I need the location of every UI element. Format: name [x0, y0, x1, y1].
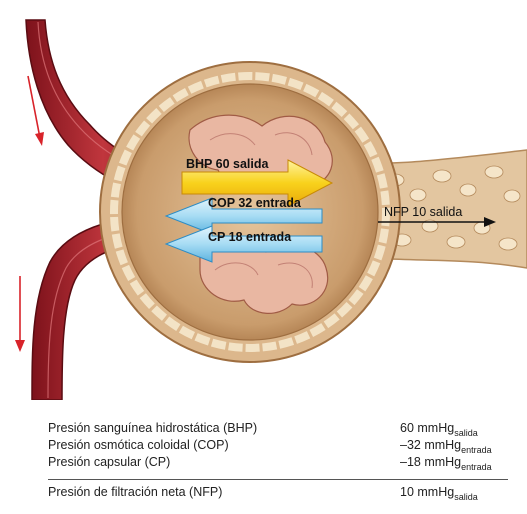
blood-flow-in-arrow: [27, 75, 44, 146]
glomerulus-illustration: [15, 19, 527, 400]
pressure-value: 60 mmHgsalida: [400, 421, 478, 438]
blood-flow-out-arrow: [15, 276, 25, 352]
table-divider: [48, 479, 508, 480]
pressure-name: Presión capsular (CP): [48, 455, 171, 469]
pressure-value: –18 mmHgentrada: [400, 455, 492, 472]
pressure-name: Presión de filtración neta (NFP): [48, 485, 223, 499]
bhp-arrow-label: BHP 60 salida: [186, 157, 269, 171]
efferent-arteriole: [31, 214, 184, 400]
pressure-row-nfp: Presión de filtración neta (NFP) 10 mmHg…: [48, 485, 508, 502]
nfp-arrow: [378, 217, 496, 227]
cp-arrow: [164, 225, 323, 263]
pressure-row-cop: Presión osmótica coloidal (COP) –32 mmHg…: [48, 438, 508, 455]
cop-arrow: [164, 197, 323, 235]
cp-arrow-label: CP 18 entrada: [208, 230, 292, 244]
pressure-value: 10 mmHgsalida: [400, 485, 478, 502]
cop-arrow-label: COP 32 entrada: [208, 196, 301, 210]
pressure-name: Presión sanguínea hidrostática (BHP): [48, 421, 258, 435]
nfp-arrow-label: NFP 10 salida: [384, 205, 463, 219]
pressure-row-cp: Presión capsular (CP) –18 mmHgentrada: [48, 455, 508, 472]
pressure-value: –32 mmHgentrada: [400, 438, 492, 455]
bhp-arrow: [181, 159, 334, 207]
pressure-name: Presión osmótica coloidal (COP): [48, 438, 229, 452]
pressure-row-bhp: Presión sanguínea hidrostática (BHP) 60 …: [48, 421, 508, 438]
